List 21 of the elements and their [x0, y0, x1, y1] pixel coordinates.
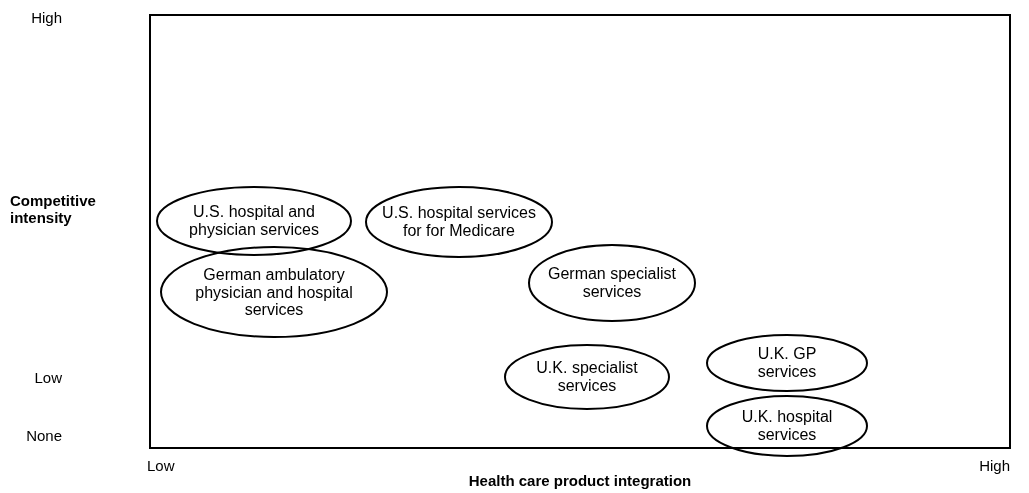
ellipse-node	[528, 244, 696, 322]
axis-tick-label: Low	[147, 458, 176, 475]
axis-tick-label: High	[978, 458, 1010, 475]
node-label: U.K. specialist services	[535, 359, 639, 395]
ellipse-node	[504, 344, 670, 410]
node-label: German specialist services	[547, 265, 677, 301]
ellipse-node	[160, 246, 388, 338]
axis-tick-label: None	[25, 428, 62, 445]
node-label: U.K. hospital services	[740, 408, 834, 444]
node-label: U.S. hospital services for for Medicare	[381, 204, 537, 240]
axis-tick-label: Low	[33, 370, 62, 387]
axis-title: Competitive intensity	[10, 193, 97, 226]
ellipse-node	[156, 186, 352, 256]
ellipse-node	[706, 334, 868, 392]
axis-tick-label: High	[30, 10, 62, 27]
ellipse-node	[365, 186, 553, 258]
axis-title: Health care product integration	[467, 473, 693, 490]
ellipse-node	[706, 395, 868, 457]
node-label: U.S. hospital and physician services	[188, 203, 320, 239]
node-label: German ambulatory physician and hospital services	[194, 265, 354, 319]
node-label: U.K. GP services	[756, 345, 818, 381]
